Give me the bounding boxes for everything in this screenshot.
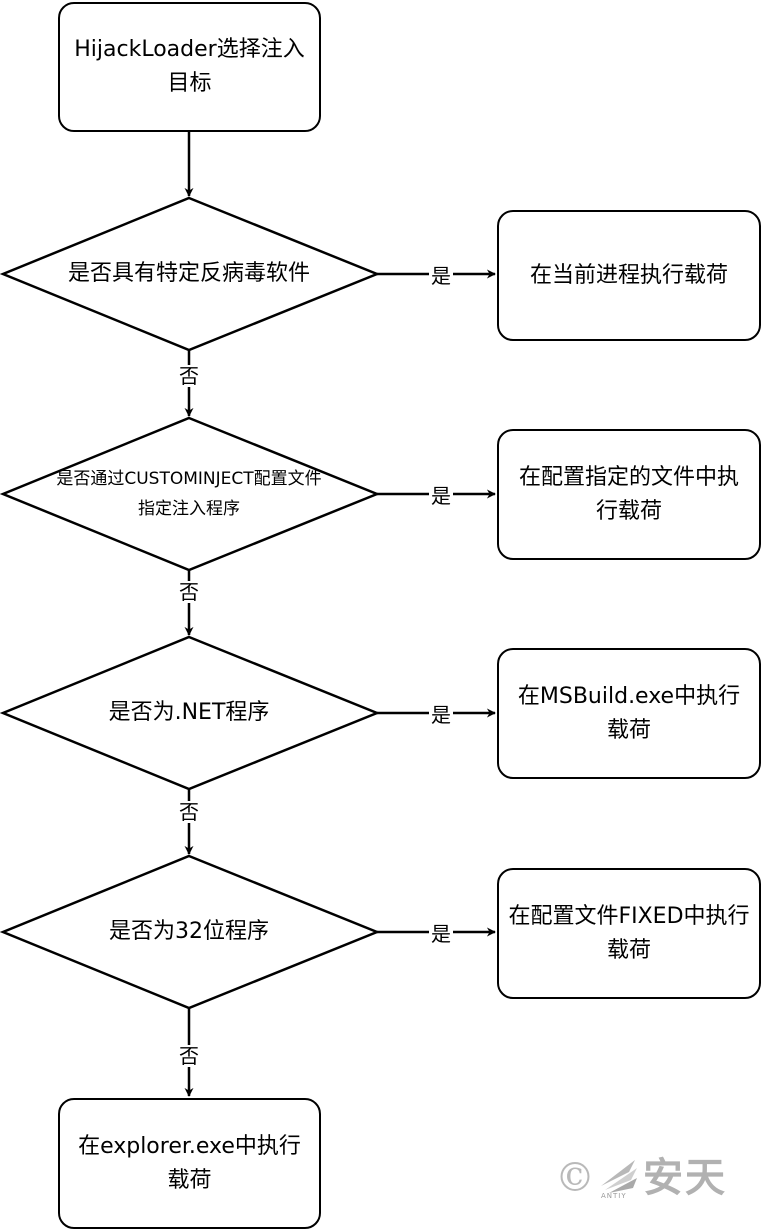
action-box-1: 在当前进程执行载荷 [497, 210, 761, 341]
antiy-watermark: © ANTIY 安天 [555, 1152, 745, 1212]
decision-label-4: 是否为32位程序 [109, 919, 269, 944]
yes-label-1: 是 [429, 264, 453, 288]
no-label-1: 否 [177, 364, 201, 388]
watermark-sub: ANTIY [601, 1192, 627, 1200]
decision-label-2: 是否通过CUSTOMINJECT配置文件指定注入程序 [56, 469, 322, 519]
no-label-4: 否 [177, 1044, 201, 1068]
action-label-2: 在配置指定的文件中执行载荷 [518, 464, 739, 524]
start-label: HijackLoader选择注入目标 [74, 37, 305, 96]
no-label-2: 否 [177, 580, 201, 604]
action-box-2: 在配置指定的文件中执行载荷 [497, 429, 761, 560]
watermark-name: 安天 [643, 1155, 727, 1201]
yes-label-3: 是 [429, 703, 453, 727]
start-box: HijackLoader选择注入目标 [58, 2, 321, 132]
end-box: 在explorer.exe中执行载荷 [58, 1098, 321, 1229]
action-label-3: 在MSBuild.exe中执行载荷 [517, 683, 741, 743]
action-box-4: 在配置文件FIXED中执行载荷 [497, 868, 761, 999]
end-label: 在explorer.exe中执行载荷 [78, 1133, 301, 1193]
no-label-3: 否 [177, 800, 201, 824]
decision-label-3: 是否为.NET程序 [108, 700, 270, 725]
antiy-logo-icon [601, 1160, 637, 1193]
copyright-symbol: © [555, 1155, 595, 1201]
action-label-4: 在配置文件FIXED中执行载荷 [508, 903, 750, 963]
action-label-1: 在当前进程执行载荷 [529, 262, 728, 288]
action-box-3: 在MSBuild.exe中执行载荷 [497, 648, 761, 779]
yes-label-4: 是 [429, 922, 453, 946]
yes-label-2: 是 [429, 484, 453, 508]
decision-label-1: 是否具有特定反病毒软件 [67, 261, 310, 286]
